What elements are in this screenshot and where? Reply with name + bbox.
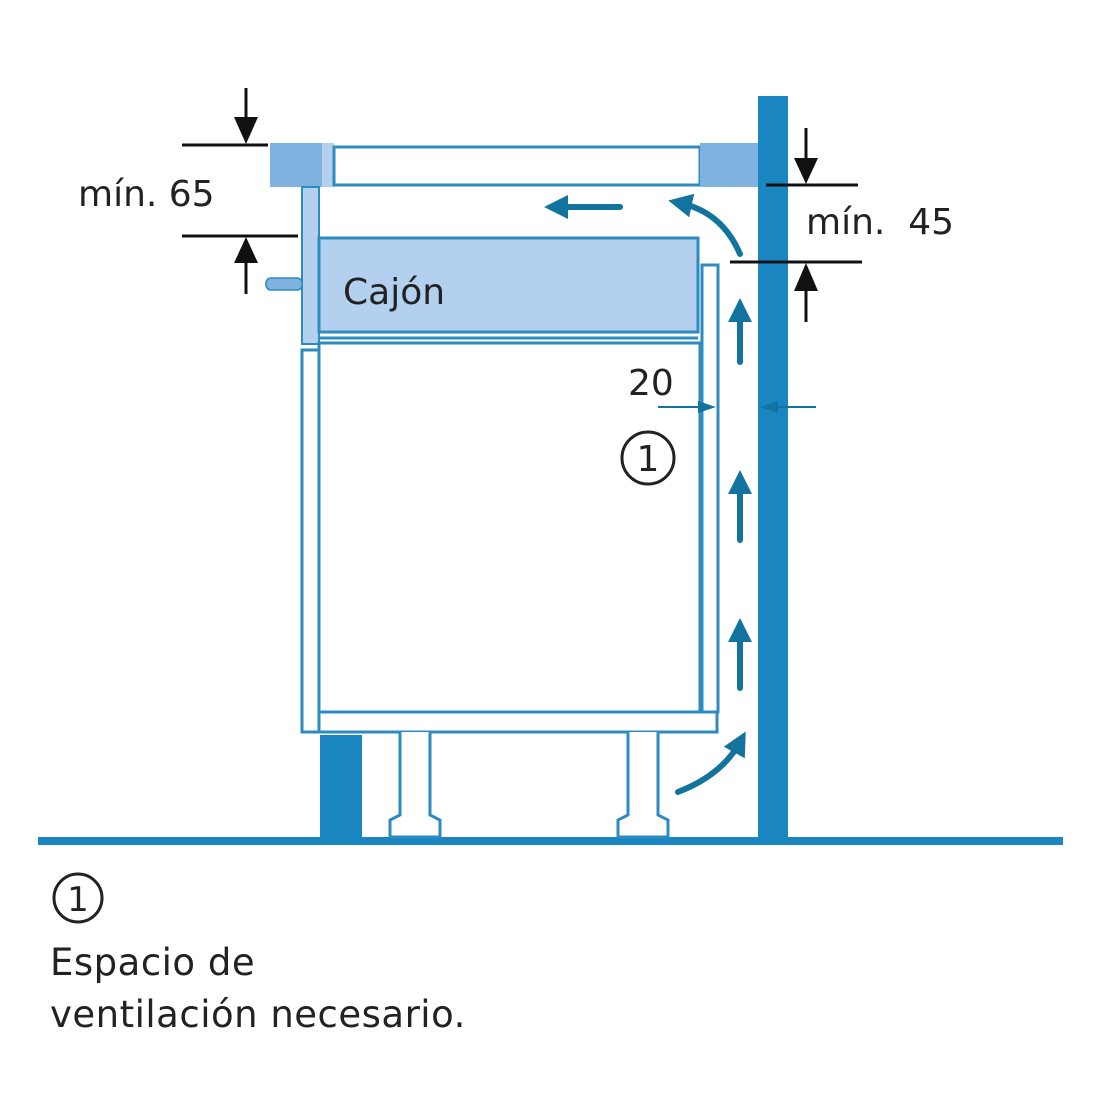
arrow-up-icon: [234, 237, 258, 263]
cooktop-right-edge: [700, 143, 758, 187]
legend-text-line-1: Espacio de: [50, 941, 256, 984]
arrow-left-icon: [760, 401, 778, 413]
marker-number: 1: [637, 439, 660, 480]
cooktop-left-cap: [322, 143, 334, 187]
leg-right: [616, 732, 670, 839]
cooktop: [270, 143, 758, 187]
plinth: [320, 735, 362, 839]
cabinet-side-top: [301, 186, 320, 345]
legend-text-line-2: ventilación necesario.: [50, 993, 466, 1036]
floor-line: [38, 837, 1063, 845]
legend: 1 Espacio de ventilación necesario.: [50, 870, 466, 1041]
cabinet-base: [317, 710, 719, 734]
airflow-curve-arrow-icon: [668, 193, 743, 257]
cabinet-front-panel: [300, 348, 321, 734]
drawer-label: Cajón: [343, 272, 445, 313]
cabinet-back-panel: [700, 263, 720, 714]
svg-text:1: 1: [67, 880, 89, 920]
drawer: [317, 236, 700, 334]
dimension-min-45: [730, 128, 862, 322]
cabinet-legs: [388, 732, 670, 839]
leg-left: [388, 732, 442, 839]
cooktop-body: [332, 145, 702, 187]
arrow-down-icon: [794, 158, 818, 184]
min-45-label: mín. 45: [806, 202, 954, 243]
gap-20-label: 20: [628, 363, 674, 404]
ventilation-marker: 1: [620, 430, 676, 486]
drawer-handle: [265, 277, 303, 291]
arrow-right-icon: [698, 401, 716, 413]
cabinet-body: [300, 263, 720, 734]
legend-marker-icon: 1: [52, 872, 104, 924]
airflow: [544, 193, 752, 795]
dimension-min-65: [182, 88, 298, 294]
cooktop-left-edge: [270, 143, 332, 187]
airflow-inlet-arrow-icon: [675, 731, 746, 795]
legend-marker: 1: [50, 870, 466, 937]
wall: [758, 96, 788, 840]
arrow-down-icon: [234, 117, 258, 144]
arrow-up-icon: [794, 263, 818, 291]
min-65-label: mín. 65: [78, 174, 215, 215]
